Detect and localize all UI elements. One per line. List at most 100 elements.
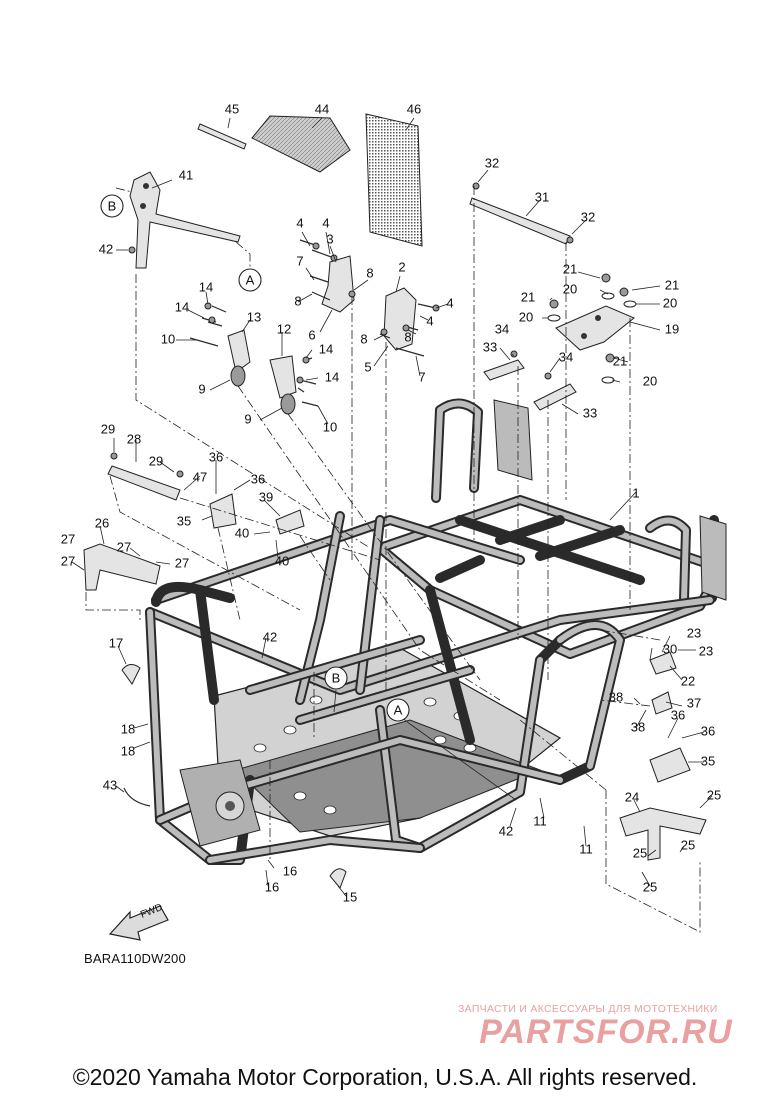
part-9-collar-right: [280, 393, 296, 415]
callout-21: 21: [563, 261, 577, 276]
callout-8: 8: [294, 293, 301, 308]
callout-42: 42: [99, 241, 113, 256]
part-46-mesh-panel: [365, 113, 423, 247]
callout-7: 7: [418, 369, 425, 384]
callout-45: 45: [225, 101, 239, 116]
callout-43: 43: [103, 777, 117, 792]
ref-mark-b-top: B: [100, 194, 124, 218]
callout-20: 20: [663, 295, 677, 310]
part-17-cover: [121, 664, 141, 685]
watermark-logo-text: PARTSFOR.RU: [479, 1014, 733, 1050]
part-26-bracket: [83, 543, 161, 591]
callout-leaders: [71, 117, 713, 897]
part-24-bracket: [619, 807, 707, 861]
part-12-bracket: [269, 355, 297, 399]
callout-14: 14: [199, 279, 213, 294]
watermark-caption: ЗАПЧАСТИ И АКСЕССУАРЫ ДЛЯ МОТОТЕХНИКИ: [458, 1003, 718, 1015]
callout-26: 26: [95, 515, 109, 530]
part-39-clamp: [275, 509, 305, 535]
callout-39: 39: [259, 489, 273, 504]
ref-mark-label: A: [246, 272, 255, 287]
callout-16: 16: [265, 879, 279, 894]
callout-8: 8: [360, 331, 367, 346]
callout-29: 29: [101, 421, 115, 436]
ref-mark-b-frame: B: [324, 666, 348, 690]
callout-40: 40: [235, 525, 249, 540]
ref-mark-label: B: [332, 670, 341, 685]
callout-42: 42: [499, 823, 513, 838]
diagram-code: BARA110DW200: [84, 951, 186, 966]
callout-31: 31: [535, 189, 549, 204]
callout-32: 32: [485, 155, 499, 170]
ref-mark-label: B: [108, 198, 117, 213]
callout-7: 7: [296, 253, 303, 268]
part-13-bracket: [227, 329, 251, 373]
watermark-logo: PARTSFOR.RU: [479, 1014, 733, 1050]
part-1-main-frame: [145, 398, 727, 865]
callout-36: 36: [251, 471, 265, 486]
ref-mark-a-top: A: [238, 268, 262, 292]
callout-25: 25: [633, 845, 647, 860]
exploded-frame-diagram: B A B A FWD 1234444567788889910101111121…: [61, 101, 727, 941]
callout-15: 15: [343, 889, 357, 904]
callout-20: 20: [519, 309, 533, 324]
ref-mark-a-frame: A: [386, 698, 410, 722]
callout-16: 16: [283, 863, 297, 878]
callout-36: 36: [701, 723, 715, 738]
part-33-bracket-right: [533, 383, 577, 411]
callout-8: 8: [366, 265, 373, 280]
part-19-bracket: [555, 305, 635, 351]
callout-19: 19: [665, 321, 679, 336]
callout-12: 12: [277, 321, 291, 336]
callout-9: 9: [198, 381, 205, 396]
callout-41: 41: [179, 167, 193, 182]
callout-21: 21: [521, 289, 535, 304]
part-44-pad: [251, 115, 351, 173]
callout-20: 20: [643, 373, 657, 388]
callout-35: 35: [701, 753, 715, 768]
callout-14: 14: [175, 299, 189, 314]
callout-21: 21: [665, 277, 679, 292]
callout-38: 38: [609, 689, 623, 704]
part-3-bracket: [321, 255, 355, 313]
callout-1: 1: [632, 485, 639, 500]
callout-42: 42: [263, 629, 277, 644]
part-45-strip: [197, 123, 247, 150]
callout-25: 25: [707, 787, 721, 802]
part-15-cover: [329, 868, 347, 889]
callout-47: 47: [193, 469, 207, 484]
callout-44: 44: [315, 101, 329, 116]
callout-40: 40: [275, 553, 289, 568]
callout-37: 37: [687, 695, 701, 710]
part-9-collar-left: [230, 365, 246, 387]
callout-32: 32: [581, 209, 595, 224]
callout-25: 25: [643, 879, 657, 894]
part-31-stay: [469, 197, 571, 245]
callout-13: 13: [247, 309, 261, 324]
part-43-pin: [123, 787, 151, 807]
callout-4: 4: [446, 295, 453, 310]
part-33-bracket-left: [483, 359, 525, 381]
part-22-bracket: [649, 651, 677, 675]
callout-27: 27: [61, 553, 75, 568]
callout-24: 24: [625, 789, 639, 804]
callout-33: 33: [483, 339, 497, 354]
ref-mark-label: A: [394, 702, 403, 717]
callout-28: 28: [127, 431, 141, 446]
callout-11: 11: [533, 813, 547, 828]
callout-20: 20: [563, 281, 577, 296]
callout-5: 5: [364, 359, 371, 374]
callout-14: 14: [319, 341, 333, 356]
fwd-arrow: FWD: [108, 902, 169, 941]
callout-4: 4: [296, 215, 303, 230]
callout-14: 14: [325, 369, 339, 384]
callout-6: 6: [308, 327, 315, 342]
callout-9: 9: [244, 411, 251, 426]
assembly-dash-lines: [85, 186, 701, 933]
callout-18: 18: [121, 743, 135, 758]
callout-2: 2: [398, 259, 405, 274]
callout-25: 25: [681, 837, 695, 852]
callout-4: 4: [322, 215, 329, 230]
